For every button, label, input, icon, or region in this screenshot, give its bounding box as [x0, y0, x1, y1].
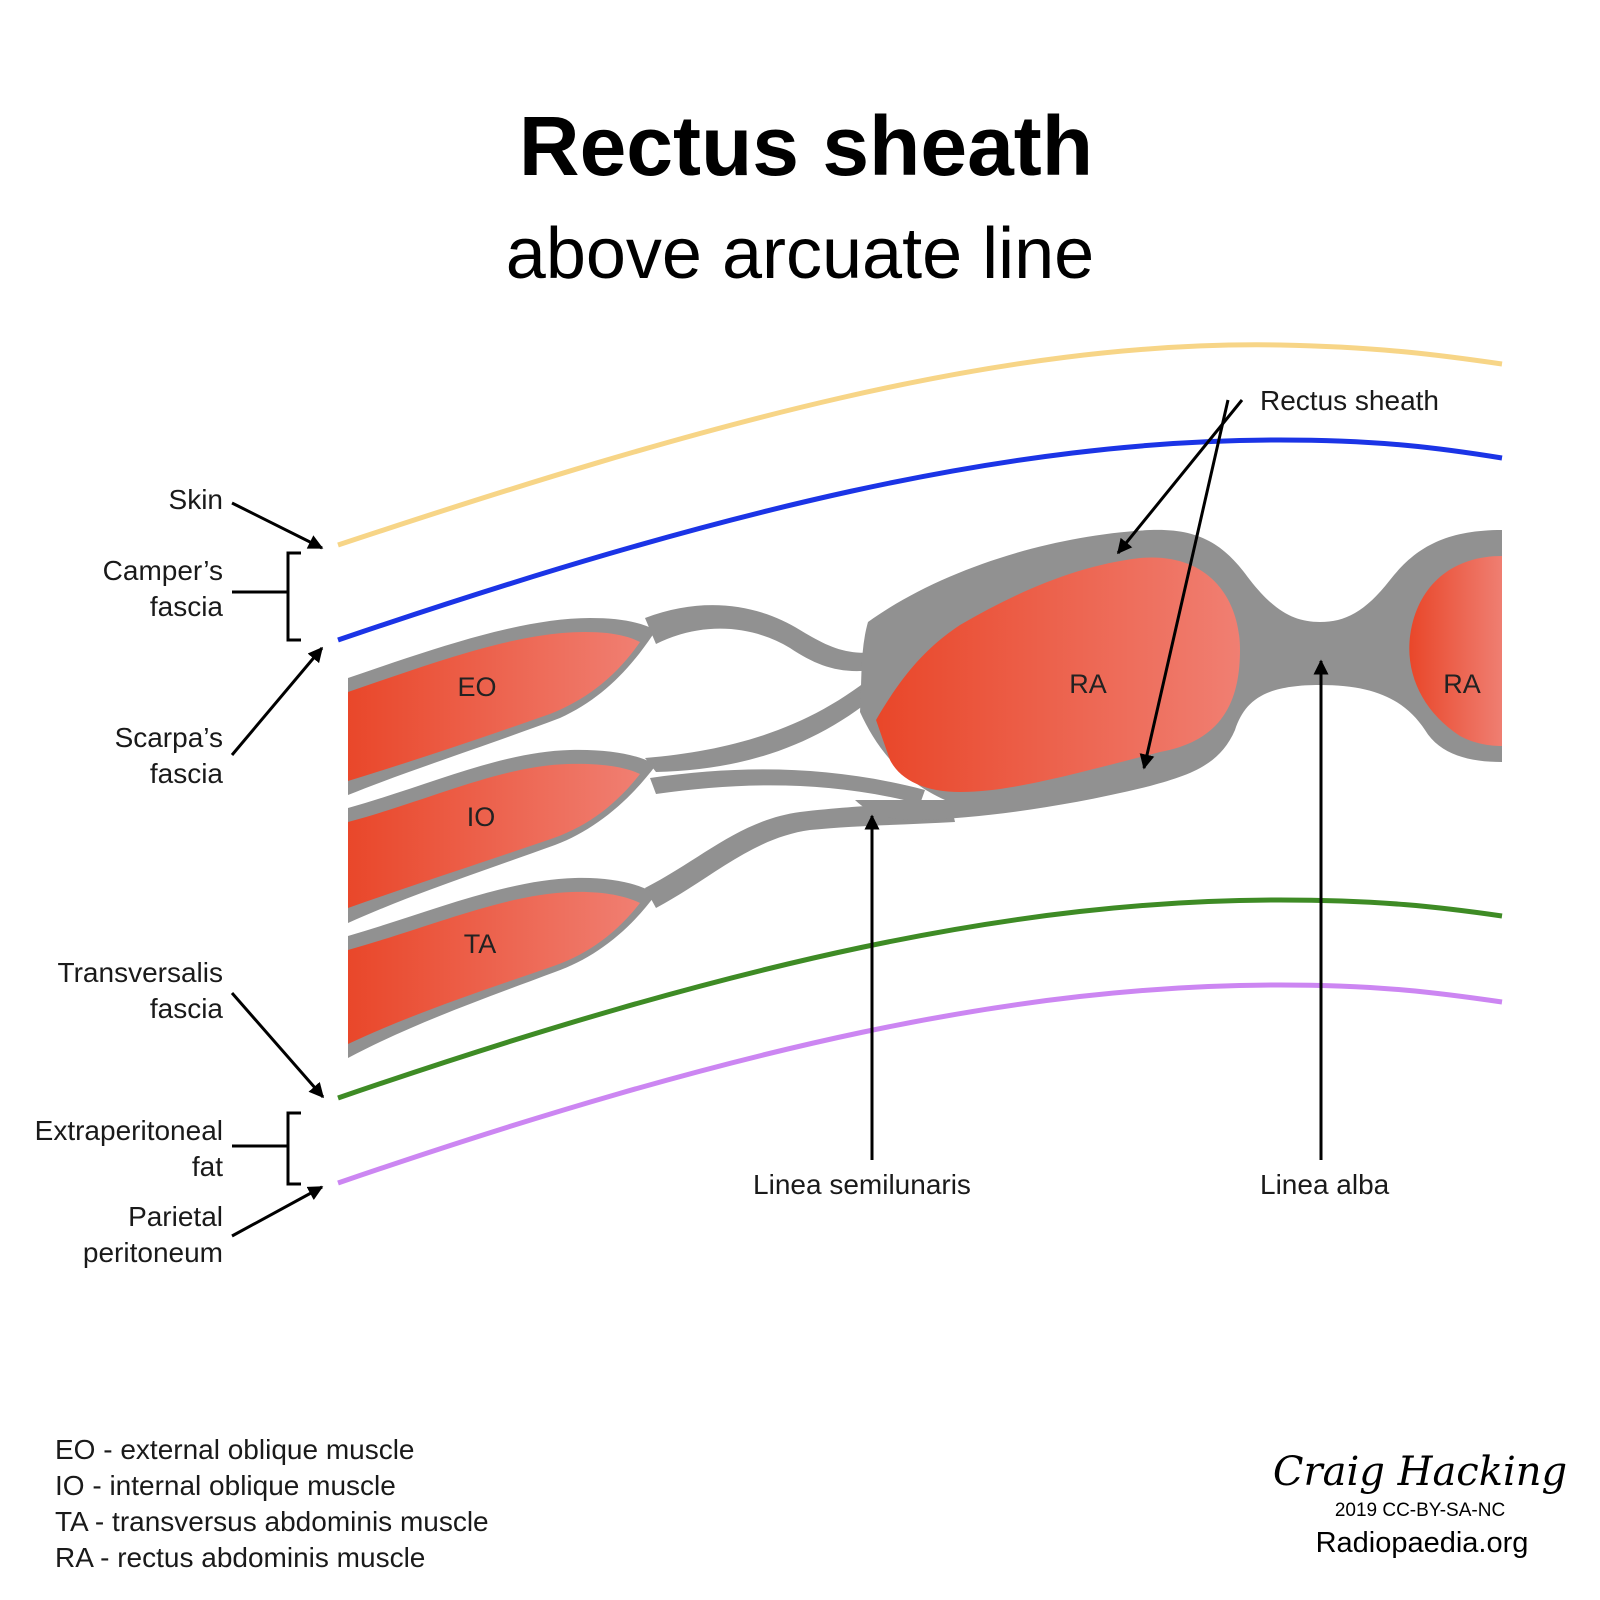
key-item: TA - transversus abdominis muscle [55, 1506, 489, 1537]
campers-fascia-line [337, 437, 1503, 643]
page-subtitle: above arcuate line [506, 214, 1094, 294]
external-oblique-muscle [348, 632, 640, 781]
transversalis-pointer [230, 992, 325, 1099]
transversalis-label-1: Transversalis [58, 957, 223, 988]
skin-pointer [231, 501, 324, 550]
license-credit: 2019 CC-BY-SA-NC [1335, 1500, 1505, 1521]
site-credit: Radiopaedia.org [1316, 1527, 1529, 1559]
ta-label: TA [464, 929, 497, 959]
scarpas-label-1: Scarpa’s [115, 722, 223, 753]
campers-bracket [232, 551, 301, 642]
key-item: EO - external oblique muscle [55, 1434, 415, 1465]
abbreviation-key: EO - external oblique muscle IO - intern… [55, 1434, 489, 1573]
author-signature: Craig Hacking [1273, 1449, 1567, 1495]
transversalis-fascia-line [337, 897, 1503, 1101]
page-title: Rectus sheath [519, 99, 1093, 193]
eo-label: EO [457, 672, 496, 702]
rectus-abdominis-right [1409, 556, 1502, 746]
extraperitoneal-label-2: fat [192, 1151, 223, 1182]
rectus-abdominis-left [876, 557, 1240, 792]
key-item: IO - internal oblique muscle [55, 1470, 396, 1501]
parietal-label-2: peritoneum [83, 1237, 223, 1268]
key-item: RA - rectus abdominis muscle [55, 1542, 425, 1573]
parietal-label-1: Parietal [128, 1201, 223, 1232]
extraperitoneal-label-1: Extraperitoneal [35, 1115, 223, 1146]
transversalis-label-2: fascia [150, 993, 224, 1024]
skin-label: Skin [169, 484, 223, 515]
ra-left-label: RA [1069, 669, 1107, 699]
scarpas-pointer [230, 646, 324, 756]
parietal-peritoneum-line [337, 982, 1503, 1186]
extraperitoneal-bracket [232, 1111, 301, 1186]
parietal-pointer [231, 1185, 324, 1238]
internal-oblique-muscle [348, 763, 640, 908]
scarpas-label-2: fascia [150, 758, 224, 789]
ra-right-label: RA [1443, 669, 1481, 699]
skin-line [337, 342, 1503, 548]
rectus-sheath-pointer-posterior [1139, 399, 1230, 770]
linea-semilunaris-label: Linea semilunaris [753, 1169, 971, 1200]
linea-alba-label: Linea alba [1260, 1169, 1390, 1200]
rectus-sheath-label: Rectus sheath [1260, 385, 1439, 416]
transversus-abdominis-muscle [348, 891, 640, 1044]
io-label: IO [467, 802, 496, 832]
campers-label-2: fascia [150, 591, 224, 622]
campers-label-1: Camper’s [103, 555, 223, 586]
